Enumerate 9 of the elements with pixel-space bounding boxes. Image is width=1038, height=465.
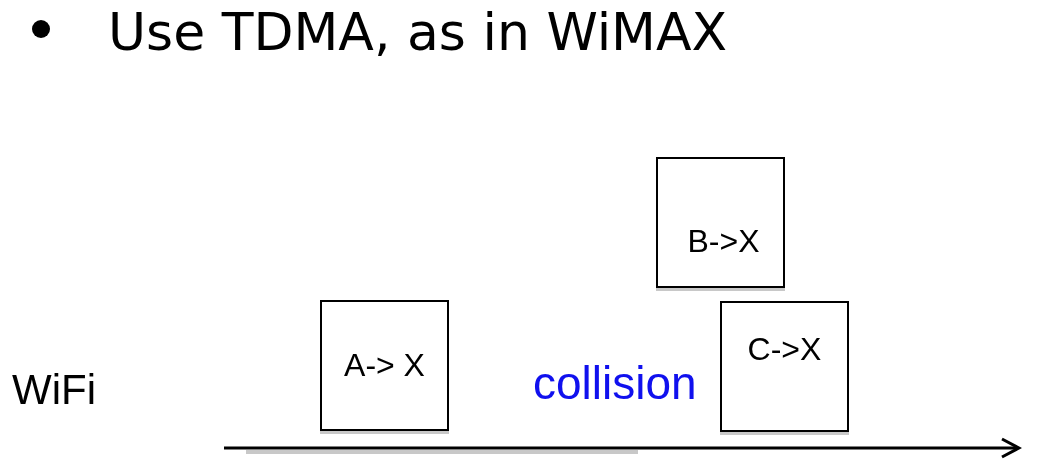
frame-box <box>320 300 449 431</box>
frame-label: A-> X <box>344 347 425 384</box>
frame-box <box>720 301 849 432</box>
frame-label: B->X <box>687 223 760 260</box>
row-label: WiFi <box>12 366 96 414</box>
collision-label: collision <box>533 356 697 410</box>
frame-label: C->X <box>747 331 822 368</box>
frame-box <box>656 157 785 288</box>
title: Use TDMA, as in WiMAX <box>108 2 728 62</box>
